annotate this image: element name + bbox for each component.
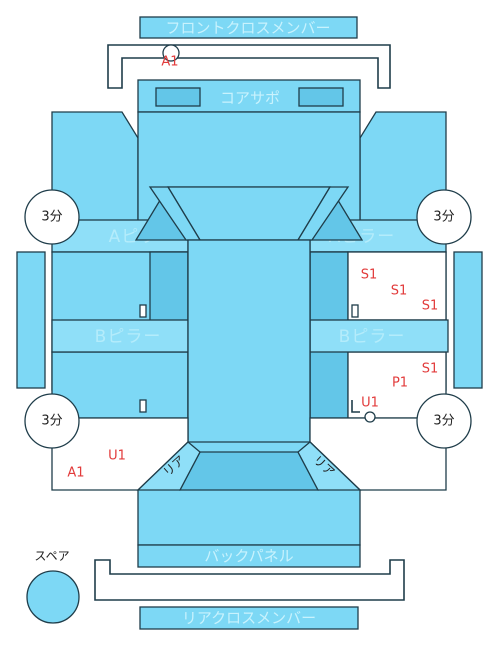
right-upper-white-area xyxy=(347,251,447,321)
left-door-strip xyxy=(16,251,46,389)
back-panel xyxy=(137,544,361,568)
b-pillar-right-label: Bピラー xyxy=(339,327,406,347)
floor-right-bevel xyxy=(296,186,350,241)
quarter-mark-front-left-label: 3分 xyxy=(41,210,62,225)
front-member-outline xyxy=(107,44,391,89)
rear-cross-member-label: リアクロスメンバー xyxy=(182,609,316,627)
quarter-mark-front-left xyxy=(24,189,80,245)
quarter-mark-rear-left xyxy=(24,393,80,449)
right-lower-small-marker xyxy=(364,411,376,423)
code-left-lower-2: A1 xyxy=(67,466,84,481)
core-support-label: コアサポ xyxy=(220,89,280,107)
right-upper-marker xyxy=(351,304,359,318)
quarter-mark-front-right xyxy=(416,189,472,245)
front-member-code: A1 xyxy=(161,55,178,70)
rear-left-corner xyxy=(136,441,201,491)
rear-cross-member-bar xyxy=(139,606,359,630)
code-right-lower-2: P1 xyxy=(392,376,408,391)
code-right-lower-3: U1 xyxy=(361,396,379,411)
rear-floor-center xyxy=(178,451,320,491)
floor-center xyxy=(187,239,311,451)
quarter-mark-rear-right-label: 3分 xyxy=(433,414,454,429)
b-pillar-left-band xyxy=(51,319,191,353)
code-right-lower-1: S1 xyxy=(422,362,439,377)
core-support-slot-left xyxy=(155,87,201,107)
spare-label: スペア xyxy=(34,549,69,563)
front-cross-member-bar xyxy=(139,16,358,39)
code-left-lower-1: U1 xyxy=(108,449,126,464)
b-pillar-left-label: Bピラー xyxy=(95,327,162,347)
front-cross-member-label: フロントクロスメンバー xyxy=(165,19,330,37)
quarter-mark-rear-left-label: 3分 xyxy=(41,414,62,429)
b-pillar-right-band xyxy=(309,319,449,353)
code-right-upper-1: S1 xyxy=(361,268,378,283)
quarter-mark-front-right-label: 3分 xyxy=(433,210,454,225)
core-support-slot-right xyxy=(298,87,344,107)
right-lower-bracket-marker xyxy=(351,400,360,413)
rear-right-corner xyxy=(297,441,362,491)
front-member-marker xyxy=(162,44,180,62)
code-right-upper-2: S1 xyxy=(391,284,408,299)
rear-member-outline xyxy=(94,559,405,601)
back-panel-label: バックパネル xyxy=(204,547,293,565)
left-upper-marker xyxy=(139,304,147,318)
code-right-upper-3: S1 xyxy=(422,299,439,314)
left-lower-marker xyxy=(139,399,147,413)
right-door-strip xyxy=(453,251,483,389)
quarter-mark-rear-right xyxy=(416,393,472,449)
spare-tire-circle xyxy=(26,570,80,624)
